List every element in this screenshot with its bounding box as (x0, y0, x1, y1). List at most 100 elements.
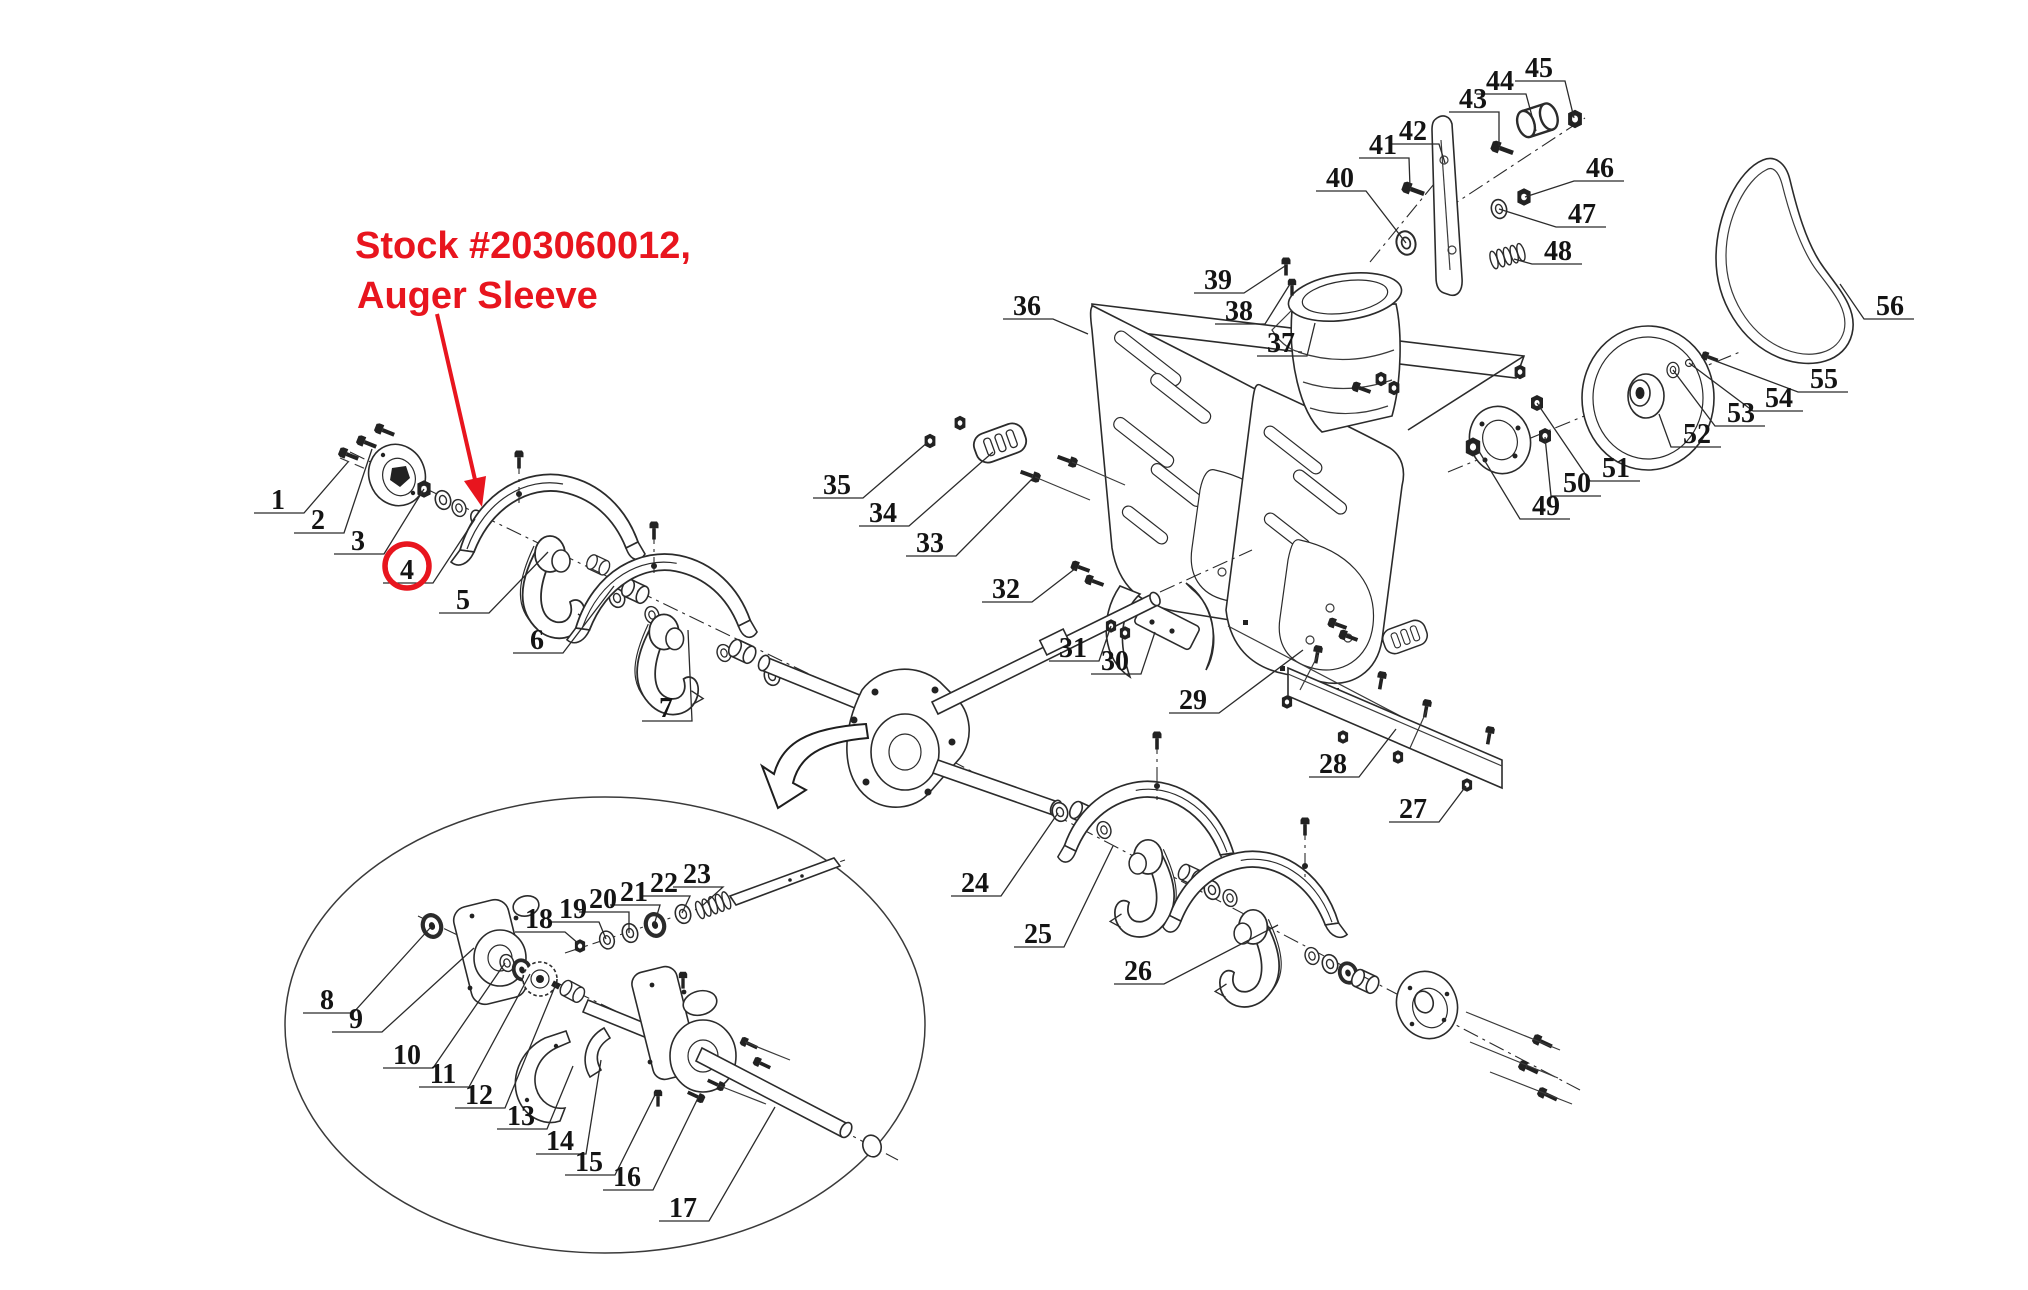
leader-part-42 (1389, 143, 1446, 164)
leader-part-18 (515, 931, 580, 945)
part-label-32: 32 (992, 574, 1020, 605)
part-label-39: 39 (1204, 265, 1232, 296)
leader-part-51 (1536, 402, 1640, 482)
leader-part-13 (497, 1065, 574, 1130)
auger-blade-26 (1161, 850, 1349, 1008)
part-label-9: 9 (349, 1004, 363, 1035)
leader-part-32 (982, 567, 1077, 603)
leader-part-1 (254, 461, 349, 514)
leader-part-24 (951, 812, 1059, 897)
discharge-chute (1271, 272, 1403, 433)
part-label-6: 6 (530, 625, 544, 656)
part-label-52: 52 (1683, 419, 1711, 450)
idler-bracket-group (1369, 99, 1586, 297)
part-label-25: 25 (1024, 919, 1052, 950)
leader-part-28 (1309, 728, 1397, 778)
leader-part-15 (565, 1092, 657, 1176)
part-label-28: 28 (1319, 749, 1347, 780)
part-label-43: 43 (1459, 84, 1487, 115)
auger-5-hardware (514, 450, 662, 626)
detail-bubble (284, 796, 926, 1254)
part-label-26: 26 (1124, 956, 1152, 987)
leader-part-8 (303, 927, 431, 1014)
part-label-53: 53 (1727, 398, 1755, 429)
leader-part-46 (1524, 180, 1624, 198)
leader-part-56 (1839, 283, 1914, 320)
leader-part-20 (579, 911, 630, 933)
part-label-35: 35 (823, 470, 851, 501)
part-label-41: 41 (1369, 130, 1397, 161)
lower-shaft (694, 1046, 850, 1139)
leader-part-11 (419, 973, 531, 1088)
part-label-17: 17 (669, 1193, 697, 1224)
leader-part-26 (1114, 924, 1279, 985)
leader-part-41 (1359, 157, 1411, 188)
leader-part-48 (1513, 258, 1582, 265)
part-label-21: 21 (620, 877, 648, 908)
part-label-37: 37 (1267, 328, 1295, 359)
part-label-31: 31 (1059, 633, 1087, 664)
part-label-14: 14 (546, 1126, 574, 1157)
leader-part-25 (1014, 845, 1114, 948)
part-label-48: 48 (1544, 236, 1572, 267)
leader-part-47 (1498, 208, 1606, 228)
part-label-23: 23 (683, 859, 711, 890)
leader-part-54 (1688, 362, 1803, 412)
leader-part-23 (673, 886, 725, 907)
part-label-10: 10 (393, 1040, 421, 1071)
part-label-54: 54 (1765, 383, 1793, 414)
detail-arrow (759, 722, 870, 810)
leader-part-49 (1476, 447, 1570, 520)
part-label-51: 51 (1602, 453, 1630, 484)
part-label-29: 29 (1179, 685, 1207, 716)
leader-part-43 (1449, 111, 1500, 146)
part-label-30: 30 (1101, 646, 1129, 677)
leader-part-39 (1194, 265, 1286, 294)
leader-part-5 (439, 551, 549, 614)
worm-gear (522, 961, 558, 997)
right-end-hub (1395, 970, 1573, 1105)
part-label-36: 36 (1013, 291, 1041, 322)
leader-part-12 (455, 983, 557, 1109)
leader-part-22 (640, 895, 692, 914)
leader-part-53 (1672, 369, 1765, 427)
leader-part-9 (332, 947, 475, 1033)
annotation-arrow (435, 313, 486, 507)
leader-part-17 (659, 1106, 776, 1222)
leader-part-44 (1476, 93, 1537, 132)
leader-part-50 (1544, 436, 1601, 497)
leader-part-4 (383, 518, 476, 584)
circled-part-marker (382, 541, 432, 591)
part-label-20: 20 (589, 884, 617, 915)
part-label-4: 4 (400, 555, 414, 586)
part-label-3: 3 (351, 526, 365, 557)
leader-lines (254, 80, 1914, 1222)
leader-part-7 (642, 629, 693, 722)
axle-flange (1465, 364, 1551, 475)
leader-part-29 (1169, 649, 1304, 714)
part-label-2: 2 (311, 505, 325, 536)
hex-shaft-23 (728, 857, 842, 906)
auger-25-hardware (1152, 731, 1240, 909)
auger-blade-7 (566, 553, 758, 716)
part-label-12: 12 (465, 1080, 493, 1111)
part-label-49: 49 (1532, 491, 1560, 522)
stock-annotation-line2: Auger Sleeve (357, 275, 598, 317)
leader-part-40 (1316, 190, 1407, 244)
leader-part-14 (536, 1059, 602, 1155)
bearing-holder-34 (924, 415, 1126, 501)
part-label-44: 44 (1486, 66, 1514, 97)
leader-part-19 (549, 921, 607, 940)
part-label-55: 55 (1810, 364, 1838, 395)
part-label-15: 15 (575, 1147, 603, 1178)
drive-belt (1715, 157, 1854, 365)
part-label-50: 50 (1563, 468, 1591, 499)
leader-part-21 (610, 904, 661, 926)
part-label-27: 27 (1399, 794, 1427, 825)
leader-part-52 (1658, 413, 1721, 448)
part-label-45: 45 (1525, 53, 1553, 84)
part-label-13: 13 (507, 1101, 535, 1132)
leader-part-36 (1003, 318, 1089, 335)
leader-part-31 (1049, 625, 1112, 662)
